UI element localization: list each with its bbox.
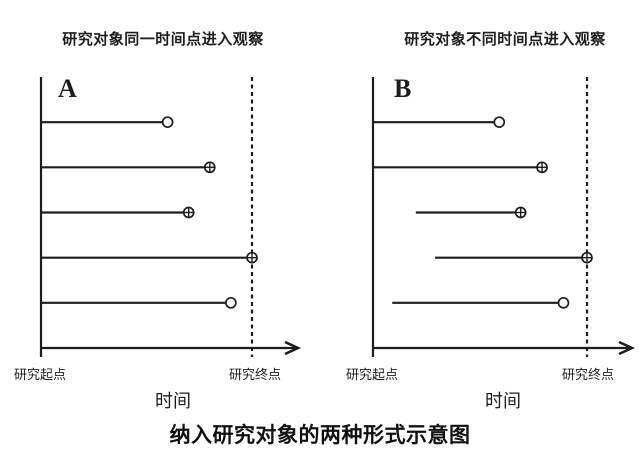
panel-b-plot bbox=[371, 77, 636, 357]
figure-caption: 纳入研究对象的两种形式示意图 bbox=[169, 423, 471, 447]
time-axis-arrow-icon bbox=[284, 340, 302, 356]
panel-b-axis-start-label: 研究起点 bbox=[345, 367, 398, 382]
panel-b-label: B bbox=[394, 74, 412, 103]
panel-b-time-axis-title: 时间 bbox=[485, 391, 521, 411]
open-circle-marker bbox=[493, 116, 506, 129]
panel-a-axis-end-label: 研究终点 bbox=[228, 367, 281, 382]
panel-b-axis-end-label: 研究终点 bbox=[561, 367, 614, 382]
open-circle-marker bbox=[557, 296, 570, 309]
panel-a-plot bbox=[39, 77, 302, 357]
panel-a-time-axis-title: 时间 bbox=[155, 391, 191, 411]
open-circle-marker bbox=[225, 296, 237, 309]
panel-a-axis-start-label: 研究起点 bbox=[13, 367, 66, 382]
open-circle-marker bbox=[161, 116, 174, 129]
time-axis-arrow-icon bbox=[618, 340, 636, 356]
panel-b-title: 研究对象不同时间点进入观察 bbox=[404, 32, 606, 48]
panel-a-label: A bbox=[58, 74, 77, 103]
panel-a-title: 研究对象同一时间点进入观察 bbox=[62, 32, 264, 48]
